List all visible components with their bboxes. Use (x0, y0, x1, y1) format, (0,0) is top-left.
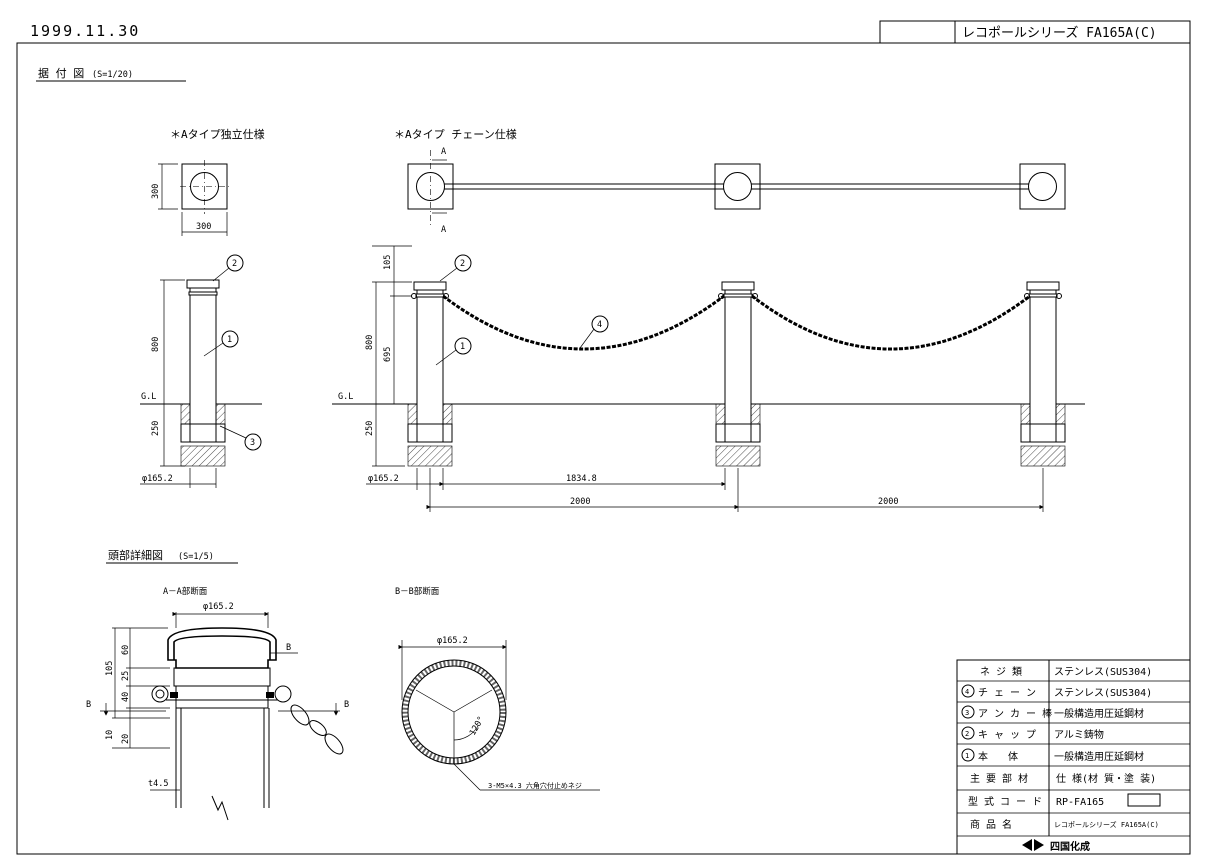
gl-label-right: G.L (338, 392, 353, 402)
aa-section-label: A－A部断面 (163, 586, 208, 597)
bb-section-drawing (398, 640, 600, 791)
table-row-body: 1 本 体 一般構造用圧延鋼材 (961, 748, 1144, 763)
sheet-border (16, 42, 1191, 855)
dim-2000-a: 2000 (570, 497, 590, 507)
bb-section-label: B－B部断面 (395, 586, 440, 597)
b-mark-top: B (286, 643, 291, 653)
row-cap-name: キ ャ ッ プ (978, 729, 1036, 741)
chain-catenary (411, 293, 1062, 351)
detail-title: 頭部詳細図 (108, 548, 163, 562)
install-scale: (S=1/20) (92, 70, 133, 80)
dim-wall: t4.5 (148, 779, 168, 789)
gl-label-left: G.L (141, 392, 156, 402)
row-chain-name: チ ェ ー ン (978, 687, 1036, 699)
dim-105-detail: 105 (105, 661, 115, 676)
table-header-spec: 仕 様(材 質・塗 装) (1056, 772, 1156, 785)
table-row-cap: 2 キ ャ ッ プ アルミ鋳物 (961, 726, 1104, 741)
dim-105: 105 (383, 255, 393, 270)
dim-2000-b: 2000 (878, 497, 898, 507)
row-anchor-spec: 一般構造用圧延鋼材 (1054, 707, 1144, 720)
dim-plan-w: 300 (196, 222, 211, 232)
dim-40: 40 (121, 692, 131, 702)
detail-scale: (S=1/5) (178, 552, 214, 562)
section-mark-bottom: A (441, 225, 446, 235)
post-chain-1 (407, 281, 453, 467)
dim-angle: 120° (468, 715, 487, 738)
table-row-screws: ネ ジ 類 ステンレス(SUS304) (980, 666, 1152, 678)
dim-25: 25 (121, 671, 131, 681)
dim-20: 20 (121, 734, 131, 744)
table-row-chain: 4 チ ェ ー ン ステンレス(SUS304) (961, 684, 1152, 699)
standalone-type-label: ＊Aタイプ独立仕様 (170, 127, 265, 141)
screw-note: 3-M5×4.3 六角穴付止めネジ (488, 781, 582, 790)
dim-250-left: 250 (151, 421, 161, 436)
product-name-value: レコポールシリーズ FA165A(C) (1054, 820, 1159, 829)
post-chain-3 (1020, 281, 1066, 467)
drawing-date: 1999.11.30 (30, 22, 140, 40)
callout-1-chain: 1 (460, 342, 465, 352)
table-header-name: 主 要 部 材 (970, 772, 1028, 785)
dim-dia-left: φ165.2 (142, 474, 173, 484)
maker-name: 四国化成 (1050, 840, 1090, 853)
model-code-label: 型 式 コ ー ド (968, 795, 1042, 808)
dim-1834: 1834.8 (566, 474, 597, 484)
aa-section-drawing (100, 611, 344, 821)
maker-logo: 四国化成 (1022, 839, 1090, 853)
dim-bb-dia: φ165.2 (437, 636, 468, 646)
model-code-value: RP-FA165 (1056, 797, 1104, 808)
dim-60: 60 (121, 645, 131, 655)
plan-view-standalone (158, 160, 230, 236)
table-row-anchor: 3 ア ン カ ー 棒 一般構造用圧延鋼材 (961, 705, 1144, 720)
callout-2-chain: 2 (460, 259, 465, 269)
callout-4-chain: 4 (597, 320, 602, 330)
row-body-spec: 一般構造用圧延鋼材 (1054, 750, 1144, 763)
series-title: レコポールシリーズ FA165A(C) (962, 25, 1157, 41)
row-body-no: 1 (965, 752, 969, 760)
dim-aa-dia: φ165.2 (203, 602, 234, 612)
dim-800-chain: 800 (365, 335, 375, 350)
post-standalone (140, 254, 262, 488)
section-mark-top: A (441, 147, 446, 157)
row-cap-no: 2 (965, 730, 969, 738)
row-cap-spec: アルミ鋳物 (1054, 728, 1104, 741)
chain-type-label: ＊Aタイプ チェーン仕様 (394, 127, 517, 141)
callout-1-left: 1 (227, 335, 232, 345)
post-chain-2 (715, 281, 761, 467)
row-body-name: 本 体 (978, 750, 1018, 763)
row-screws-name: ネ ジ 類 (980, 666, 1022, 678)
row-screws-spec: ステンレス(SUS304) (1054, 667, 1152, 678)
dim-dia-chain: φ165.2 (368, 474, 399, 484)
row-chain-spec: ステンレス(SUS304) (1054, 688, 1152, 699)
b-mark-left: B (86, 700, 91, 710)
install-title: 据 付 図 (38, 66, 84, 80)
callout-3-left: 3 (250, 438, 255, 448)
callout-2-left: 2 (232, 259, 237, 269)
dim-10: 10 (105, 730, 115, 740)
row-anchor-no: 3 (965, 709, 969, 717)
b-mark-right: B (344, 700, 349, 710)
row-chain-no: 4 (965, 688, 969, 696)
product-name-label: 商 品 名 (970, 818, 1012, 831)
plan-view-chain (407, 150, 1066, 225)
dim-695: 695 (383, 347, 393, 362)
dim-250-chain: 250 (365, 421, 375, 436)
chain-elevation-dims (366, 245, 1044, 512)
dim-plan-h: 300 (151, 184, 161, 199)
dim-800-left: 800 (151, 337, 161, 352)
row-anchor-name: ア ン カ ー 棒 (978, 707, 1052, 720)
parts-table (956, 659, 1191, 855)
